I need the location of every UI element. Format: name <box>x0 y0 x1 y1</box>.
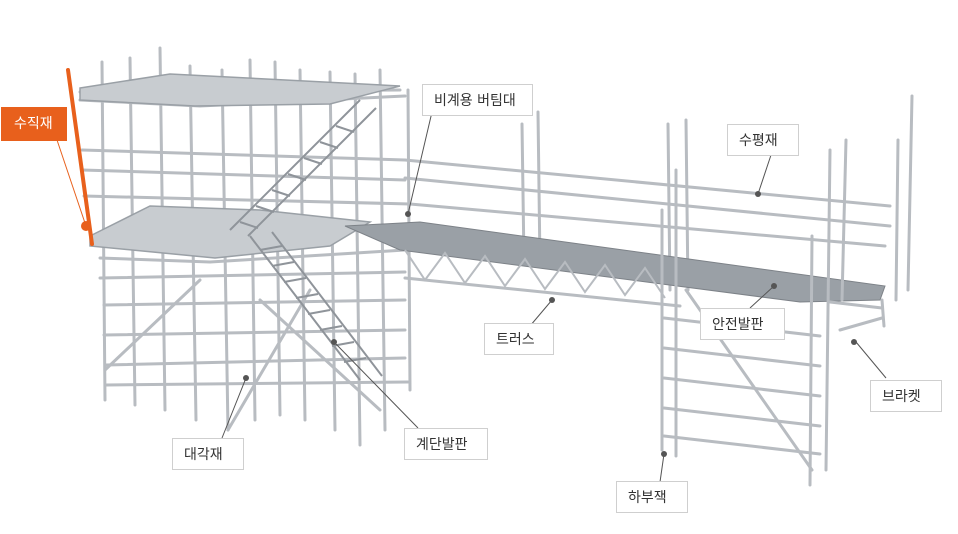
label-bracket: 브라켓 <box>870 380 942 412</box>
label-truss: 트러스 <box>484 323 554 355</box>
label-horizontal-member: 수평재 <box>727 124 799 156</box>
lower-stair <box>249 231 383 381</box>
label-base-jack: 하부잭 <box>616 481 688 513</box>
vertical-member-highlight <box>66 68 94 246</box>
leader-lines <box>56 111 887 483</box>
label-vertical-member: 수직재 <box>1 107 67 141</box>
right-tower <box>660 94 914 487</box>
top-deck <box>79 73 401 107</box>
truss-web <box>404 249 666 299</box>
label-stair-plank: 계단발판 <box>404 428 488 460</box>
anchor-dots <box>81 191 857 457</box>
label-safety-plank: 안전발판 <box>700 308 785 340</box>
upper-stair <box>229 99 377 237</box>
label-handrail-support: 비계용 버팀대 <box>422 84 533 116</box>
mid-deck <box>89 205 373 259</box>
bridge-deck <box>344 221 886 303</box>
label-diagonal-member: 대각재 <box>172 438 244 470</box>
